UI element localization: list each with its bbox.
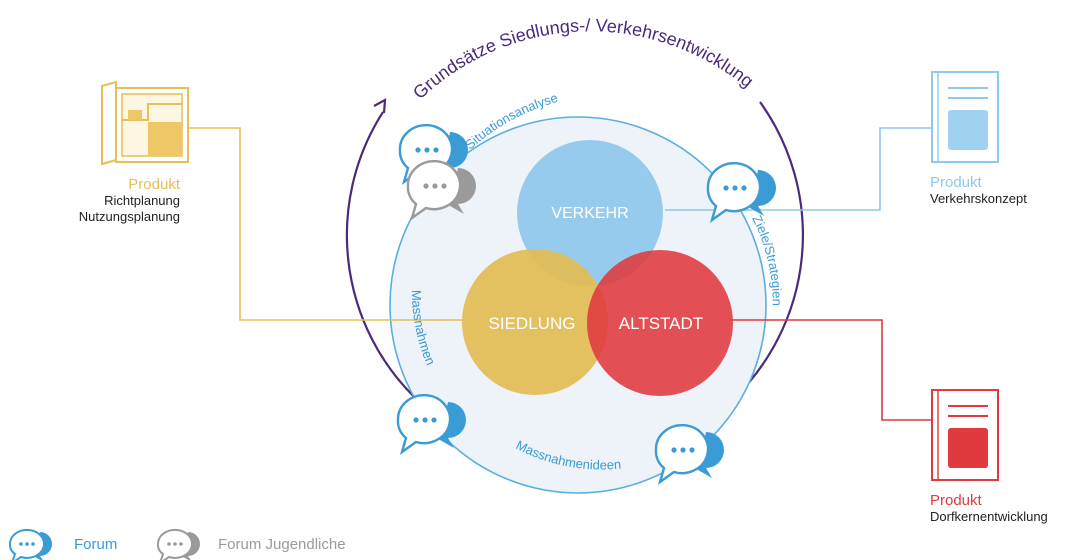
plan-map-icon	[101, 80, 189, 166]
connector-richtplanung	[188, 127, 462, 321]
legend-forum-jugend-icon	[156, 528, 200, 560]
diagram-title: Grundsätze Siedlungs-/ Verkehrsentwicklu…	[409, 15, 757, 103]
outer-cycle-arrow	[373, 98, 387, 114]
connector-verkehrskonzept	[665, 127, 932, 211]
forum-bubble-icon	[706, 161, 776, 223]
document-icon	[931, 389, 999, 481]
legend-forum-jugend-label: Forum Jugendliche	[218, 536, 346, 553]
label-siedlung: SIEDLUNG	[489, 314, 576, 333]
product-line: Dorfkernentwicklung	[930, 509, 1048, 524]
forum-bubble-icon	[654, 423, 724, 485]
circle-altstadt	[587, 250, 733, 396]
product-line: Verkehrskonzept	[930, 191, 1027, 206]
label-altstadt: ALTSTADT	[619, 314, 703, 333]
product-richtplanung: Produkt Richtplanung Nutzungsplanung	[60, 176, 180, 225]
connector-dorfkern	[730, 319, 932, 421]
product-verkehrskonzept: Produkt Verkehrskonzept	[930, 174, 1027, 207]
product-title: Produkt	[930, 492, 982, 509]
legend-forum-icon	[8, 528, 52, 560]
forum-jugend-bubble-icon	[406, 159, 476, 221]
legend-forum-label: Forum	[74, 536, 118, 553]
product-line: Nutzungsplanung	[78, 209, 180, 224]
label-verkehr: VERKEHR	[551, 205, 628, 222]
product-line: Richtplanung	[104, 193, 180, 208]
product-title: Produkt	[128, 176, 180, 193]
circle-siedlung	[462, 249, 608, 395]
product-title: Produkt	[930, 174, 982, 191]
product-dorfkernentwicklung: Produkt Dorfkernentwicklung	[930, 492, 1048, 525]
document-icon	[931, 71, 999, 163]
circle-verkehr	[517, 140, 663, 286]
forum-bubble-icon	[396, 393, 466, 455]
